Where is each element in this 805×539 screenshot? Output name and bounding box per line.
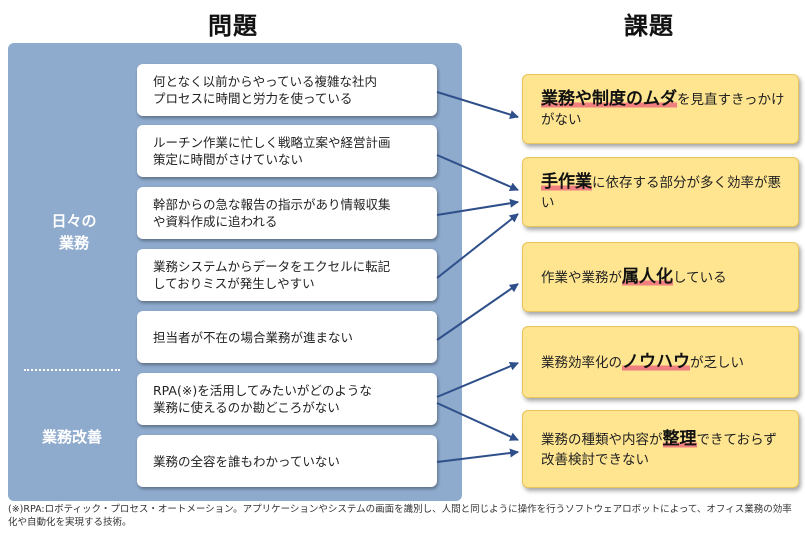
side-label-daily-line1: 日々の bbox=[51, 212, 97, 230]
arrow-connector bbox=[436, 448, 519, 463]
side-label-improvement: 業務改善 bbox=[41, 428, 102, 446]
issue-text-post: に依存する部分が多く効率が悪い bbox=[541, 174, 781, 211]
side-label-daily-work: 日々の 業務 bbox=[38, 210, 110, 254]
problem-text-line2: や資料作成に追われる bbox=[153, 214, 278, 229]
issues-heading: 課題 bbox=[624, 12, 674, 40]
issue-keyword: 整理 bbox=[662, 428, 697, 449]
arrow-connector bbox=[436, 361, 519, 398]
issue-keyword: 手作業 bbox=[541, 171, 592, 192]
side-label-daily-line2: 業務 bbox=[58, 234, 89, 252]
issue-box: 業務や制度のムダを見直すきっかけがない bbox=[522, 74, 799, 144]
footnote: (※)RPA:ロボティック・プロセス・オートメーション。アプリケーションやシステ… bbox=[8, 504, 792, 528]
issue-box: 業務の種類や内容が整理できておらず改善検討できない bbox=[522, 410, 799, 488]
issue-text-post: を見直すきっかけがない bbox=[541, 91, 785, 128]
problem-text-line2: 策定に時間がさけていない bbox=[153, 152, 304, 167]
arrow-connector bbox=[436, 154, 519, 191]
issue-box: 業務効率化のノウハウが乏しい bbox=[522, 326, 799, 398]
problem-box: 担当者が不在の場合業務が進まない bbox=[137, 311, 437, 363]
issue-keyword: ノウハウ bbox=[622, 351, 690, 372]
problem-text-line1: 何となく以前からやっている複雑な社内 bbox=[153, 74, 378, 89]
problem-box: 幹部からの急な報告の指示があり情報収集や資料作成に追われる bbox=[137, 187, 437, 239]
problem-text-line2: しておりミスが発生しやすい bbox=[153, 276, 315, 291]
problems-heading: 問題 bbox=[208, 12, 258, 40]
arrow-connector bbox=[436, 91, 519, 119]
issue-keyword: 属人化 bbox=[622, 266, 673, 287]
problem-text-line1: 業務システムからデータをエクセルに転記 bbox=[153, 259, 391, 274]
problem-box: RPA(※)を活用してみたいがどのような業務に使えるのか勘どころがない bbox=[137, 373, 437, 425]
problem-text-line1: RPA(※)を活用してみたいがどのような bbox=[153, 383, 372, 398]
problem-text-line1: 業務の全容を誰もわかっていない bbox=[153, 453, 340, 469]
problem-text-line1: 幹部からの急な報告の指示があり情報収集 bbox=[153, 197, 391, 212]
problem-text-line1: 担当者が不在の場合業務が進まない bbox=[153, 329, 354, 345]
issue-keyword: 業務や制度のムダ bbox=[541, 88, 677, 109]
issue-text-pre: 業務効率化の bbox=[541, 354, 622, 371]
arrow-connector bbox=[436, 213, 519, 279]
arrow-connector bbox=[436, 402, 519, 441]
arrow-connector bbox=[436, 198, 519, 216]
problem-text-line2: プロセスに時間と労力を使っている bbox=[153, 91, 353, 106]
problem-box: 業務システムからデータをエクセルに転記しておりミスが発生しやすい bbox=[137, 249, 437, 301]
issue-text-post: できておらず改善検討できない bbox=[541, 431, 777, 468]
problem-box: 何となく以前からやっている複雑な社内プロセスに時間と労力を使っている bbox=[137, 64, 437, 116]
issue-box: 作業や業務が属人化している bbox=[522, 242, 799, 312]
section-divider bbox=[24, 369, 120, 371]
arrow-connector bbox=[436, 283, 519, 341]
issue-text-pre: 作業や業務が bbox=[541, 269, 622, 286]
problem-text-line2: 業務に使えるのか勘どころがない bbox=[153, 400, 340, 415]
issue-text-post: が乏しい bbox=[690, 354, 744, 371]
problem-text-line1: ルーチン作業に忙しく戦略立案や経営計画 bbox=[153, 135, 391, 150]
issue-text-post: している bbox=[673, 269, 727, 286]
issue-box: 手作業に依存する部分が多く効率が悪い bbox=[522, 157, 799, 227]
issue-text-pre: 業務の種類や内容が bbox=[541, 431, 663, 448]
problem-box: ルーチン作業に忙しく戦略立案や経営計画策定に時間がさけていない bbox=[137, 125, 437, 177]
problem-box: 業務の全容を誰もわかっていない bbox=[137, 435, 437, 487]
